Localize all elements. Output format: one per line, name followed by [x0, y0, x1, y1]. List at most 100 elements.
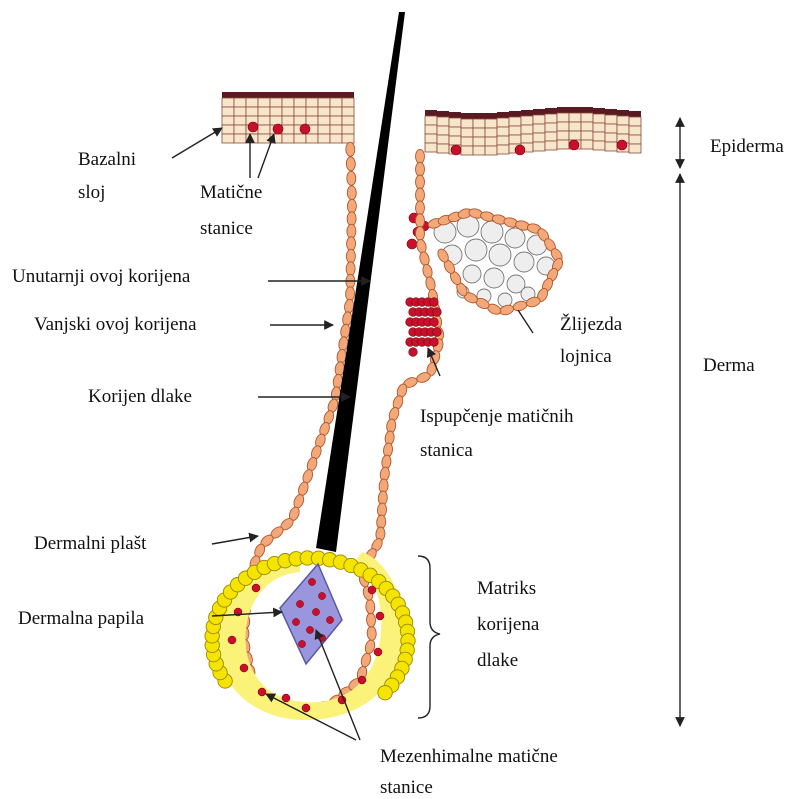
- epidermis-top-layer: [425, 110, 437, 116]
- label-derma: Derma: [703, 355, 755, 376]
- epidermis-cell: [437, 135, 449, 144]
- sheath-cell: [418, 251, 430, 267]
- epidermis-top-layer: [294, 92, 306, 98]
- bulge-stem-cell: [433, 308, 442, 317]
- sheath-cell: [415, 238, 427, 254]
- mesenchymal-cell: [376, 612, 384, 620]
- epidermis-cell: [533, 142, 545, 151]
- mesenchymal-cell: [368, 586, 376, 594]
- epidermis-top-layer: [581, 107, 593, 113]
- epidermis-top-layer: [629, 111, 641, 117]
- epidermis-cell: [234, 125, 246, 134]
- epidermis-cell: [294, 134, 306, 143]
- epidermis-cell: [258, 107, 270, 116]
- mesenchymal-cell: [252, 584, 260, 592]
- epidermis-top-layer: [557, 107, 569, 113]
- epidermis-cell: [222, 116, 234, 125]
- epidermis-cell: [425, 116, 437, 125]
- epidermis-cell: [557, 140, 569, 149]
- epidermis-cell: [545, 114, 557, 123]
- mesenchymal-cell: [374, 648, 382, 656]
- papilla-cell: [292, 618, 299, 625]
- bulge-stem-cell: [430, 318, 439, 327]
- epidermis-cell: [330, 116, 342, 125]
- epidermis-cell: [222, 134, 234, 143]
- label-bazalni-1: Bazalni: [78, 149, 136, 170]
- epidermis-cell: [234, 134, 246, 143]
- epidermis-cell: [437, 117, 449, 126]
- epidermis-cell: [306, 98, 318, 107]
- epidermis-left: [222, 92, 354, 143]
- epidermis-top-layer: [533, 109, 545, 115]
- label-mezenhimalne-1: Mezenhimalne matične: [380, 746, 558, 767]
- sheath-cell: [416, 227, 425, 241]
- epidermis-cell: [342, 134, 354, 143]
- epidermis-cell: [282, 98, 294, 107]
- epidermis-cell: [593, 114, 605, 123]
- epidermis-cell: [318, 98, 330, 107]
- sheath-cell: [367, 626, 377, 640]
- sheath-cell: [416, 188, 425, 202]
- epidermis-top-layer: [342, 92, 354, 98]
- sebaceous-cell: [489, 244, 511, 266]
- epidermis-cell: [270, 116, 282, 125]
- epidermis-cell: [342, 107, 354, 116]
- epidermis-top-layer: [270, 92, 282, 98]
- basal-stem-cell: [451, 145, 461, 155]
- basal-stem-cell: [273, 124, 283, 134]
- mesenchymal-cell: [240, 664, 248, 672]
- epidermis-cell: [497, 136, 509, 145]
- label-matriks-1: Matriks: [477, 578, 536, 599]
- epidermis-top-layer: [258, 92, 270, 98]
- epidermis-cell: [629, 144, 641, 153]
- epidermis-cell: [425, 143, 437, 152]
- label-mezenhimalne-2: stanice: [380, 777, 433, 798]
- epidermis-cell: [318, 134, 330, 143]
- epidermis-cell: [605, 133, 617, 142]
- epidermis-cell: [533, 115, 545, 124]
- epidermis-cell: [557, 122, 569, 131]
- epidermis-top-layer: [461, 113, 473, 119]
- basal-stem-cell: [515, 145, 525, 155]
- epidermis-cell: [258, 134, 270, 143]
- epidermis-cell: [234, 107, 246, 116]
- label-unutarnji: Unutarnji ovoj korijena: [12, 266, 191, 287]
- label-ispupcenje-2: stanica: [420, 440, 473, 461]
- label-matriks-2: korijena: [477, 614, 540, 635]
- epidermis-cell: [294, 98, 306, 107]
- epidermis-cell: [581, 140, 593, 149]
- epidermis-cell: [593, 123, 605, 132]
- line-zlijezda: [518, 310, 533, 333]
- epidermis-cell: [306, 107, 318, 116]
- epidermis-top-layer: [605, 109, 617, 115]
- epidermis-top-layer: [246, 92, 258, 98]
- epidermis-cell: [545, 123, 557, 132]
- epidermis-cell: [246, 134, 258, 143]
- label-matriks-3: dlake: [477, 650, 518, 671]
- epidermis-cell: [342, 125, 354, 134]
- arrow-bazalni: [172, 128, 222, 158]
- mesenchymal-cell: [358, 676, 366, 684]
- sheath-cell: [424, 276, 436, 292]
- epidermis-cell: [473, 128, 485, 137]
- epidermis-cell: [545, 132, 557, 141]
- epidermis-cell: [473, 146, 485, 155]
- epidermis-top-layer: [437, 111, 449, 117]
- epidermis-cell: [485, 137, 497, 146]
- sheath-cell: [416, 201, 425, 215]
- label-ispupcenje-1: Ispupčenje matičnih: [420, 406, 574, 427]
- sheath-cell: [346, 249, 355, 263]
- epidermis-cell: [629, 126, 641, 135]
- epidermis-cell: [306, 116, 318, 125]
- epidermis-cell: [330, 134, 342, 143]
- labels: Bazalni sloj Matične stanice Unutarnji o…: [12, 136, 784, 798]
- epidermis-cell: [509, 126, 521, 135]
- mesenchymal-cell: [228, 636, 236, 644]
- matrix-brace: [418, 556, 440, 718]
- epidermis-cell: [449, 127, 461, 136]
- sheath-cell: [347, 199, 356, 213]
- epidermis-top-layer: [593, 108, 605, 114]
- mesenchymal-cell: [302, 704, 310, 712]
- epidermis-cell: [258, 125, 270, 134]
